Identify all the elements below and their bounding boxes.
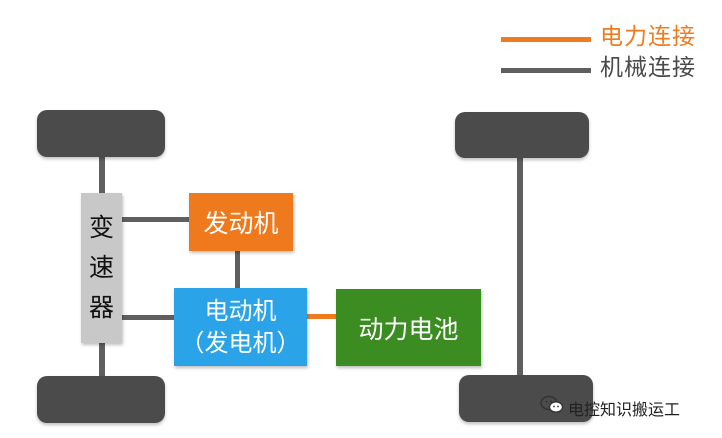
motor-label: 电动机 [204,297,277,325]
legend-electric-line [501,37,591,42]
rear-axle [517,150,523,386]
watermark-text: 电控知识搬运工 [568,400,681,419]
transmission-engine-link [120,217,192,222]
transmission-char-2: 速 [88,253,114,282]
rear-left-wheel [455,112,589,158]
engine-label: 发动机 [203,209,279,238]
front-left-wheel [37,110,165,157]
wechat-icon [540,395,564,413]
battery-box: 动力电池 [336,289,481,366]
transmission-box: 变 速 器 [81,193,122,343]
rear-right-wheel [459,375,593,422]
transmission-char-3: 器 [88,293,114,322]
transmission-char-1: 变 [88,213,114,242]
engine-motor-link [235,250,240,292]
transmission-label: 变 速 器 [89,208,114,328]
motor-generator-box: 电动机 （发电机） [174,288,307,366]
legend-electric-label: 电力连接 [600,24,696,50]
motor-battery-electric-link [306,314,338,319]
legend-mechanical-label: 机械连接 [600,55,696,81]
legend-mechanical-line [501,68,591,73]
transmission-motor-link [120,315,175,320]
generator-label: （发电机） [180,329,301,357]
engine-box: 发动机 [189,193,293,251]
front-right-wheel [37,376,165,423]
battery-label: 动力电池 [358,314,459,344]
